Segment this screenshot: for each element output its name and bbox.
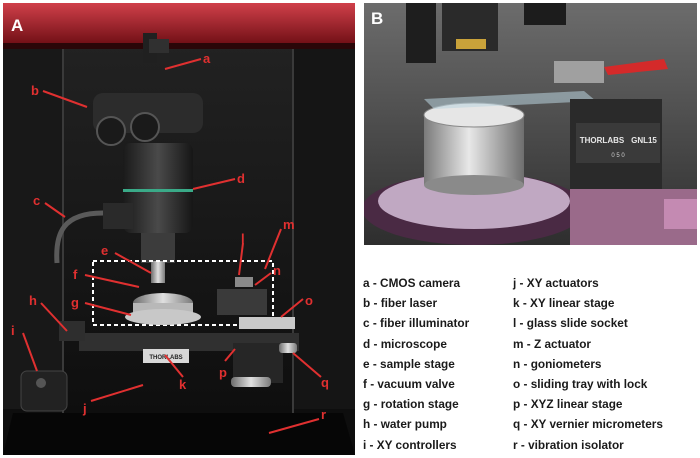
legend-item-i: i - XY controllers (363, 437, 457, 452)
legend-item-b: b - fiber laser (363, 296, 438, 311)
water-pump (59, 321, 85, 341)
legend-item-l: l - glass slide socket (513, 316, 628, 331)
sliding-tray (239, 317, 295, 329)
legend-item-e: e - sample stage (363, 356, 455, 371)
photo-panel-b: THORLABS GNL15 0 5 0 (364, 3, 697, 245)
legend-column-left: a - CMOS camera b - fiber laser c - fibe… (363, 273, 469, 455)
legend-item-h: h - water pump (363, 417, 447, 432)
legend-item-q: q - XY vernier micrometers (513, 417, 663, 432)
callout-b: b (31, 83, 39, 98)
component-legend: a - CMOS camera b - fiber laser c - fibe… (363, 273, 699, 453)
legend-item-k: k - XY linear stage (513, 296, 615, 311)
enclosure-side-right (293, 49, 355, 409)
vernier-micrometer (231, 377, 271, 387)
microscope-body (123, 143, 193, 233)
callout-p: p (219, 365, 227, 380)
callout-k: k (179, 377, 187, 392)
legend-item-a: a - CMOS camera (363, 276, 461, 290)
label-model: GNL15 (631, 136, 657, 145)
legend-item-g: g - rotation stage (363, 397, 459, 412)
callout-o: o (305, 293, 313, 308)
objective-left (406, 3, 436, 63)
callout-c: c (33, 193, 40, 208)
legend-item-d: d - microscope (363, 336, 447, 351)
legend-item-j: j - XY actuators (513, 276, 599, 290)
objective-right (524, 3, 566, 25)
legend-item-r: r - vibration isolator (513, 437, 624, 452)
rotation-stage (125, 309, 201, 325)
label-brand: THORLABS (580, 136, 625, 145)
scale-digits: 0 5 0 (611, 153, 625, 159)
eyepiece-right (130, 112, 160, 142)
panel-label-b: B (371, 9, 384, 28)
goniometers (217, 289, 267, 315)
callout-arrows (22, 58, 322, 434)
stage-highlight-box (92, 260, 274, 326)
callout-a: a (203, 51, 211, 66)
fiber-illuminator (103, 203, 133, 229)
callout-e: e (101, 243, 108, 258)
xyz-linear-stage (233, 343, 283, 383)
xy-controller (20, 370, 68, 412)
legend-item-o: o - sliding tray with lock (513, 376, 648, 391)
callout-d: d (237, 171, 245, 186)
legend-item-c: c - fiber illuminator (363, 316, 470, 331)
toggle-clamp (554, 61, 604, 83)
legend-item-n: n - goniometers (513, 356, 602, 371)
legend-item-f: f - vacuum valve (363, 376, 455, 391)
callout-m: m (283, 217, 295, 232)
callout-r: r (321, 407, 326, 422)
callout-g: g (71, 295, 79, 310)
panel-label-a: A (11, 16, 24, 35)
callout-l: l (241, 231, 245, 246)
legend-column-right: j - XY actuators k - XY linear stage l -… (513, 273, 663, 455)
glass-slide (424, 91, 596, 109)
legend-item-m: m - Z actuator (513, 336, 591, 351)
callout-f: f (73, 267, 78, 282)
callout-i: i (11, 323, 15, 338)
callout-labels: a b c d e f g h i j k l m n o p q r (11, 51, 329, 422)
callout-n: n (273, 263, 281, 278)
clamp-handle (604, 59, 668, 75)
objective (151, 261, 165, 283)
callout-j: j (82, 401, 87, 416)
vibration-isolator (3, 413, 355, 455)
enclosure-side-left (3, 49, 63, 409)
legend-item-p: p - XYZ linear stage (513, 397, 623, 412)
callout-q: q (321, 375, 329, 390)
photo-panel-a: THORLABS (3, 3, 355, 455)
enclosure-top (3, 3, 355, 47)
callout-h: h (29, 293, 37, 308)
eyepiece-left (96, 116, 126, 146)
plate-brand: THORLABS (149, 355, 182, 361)
